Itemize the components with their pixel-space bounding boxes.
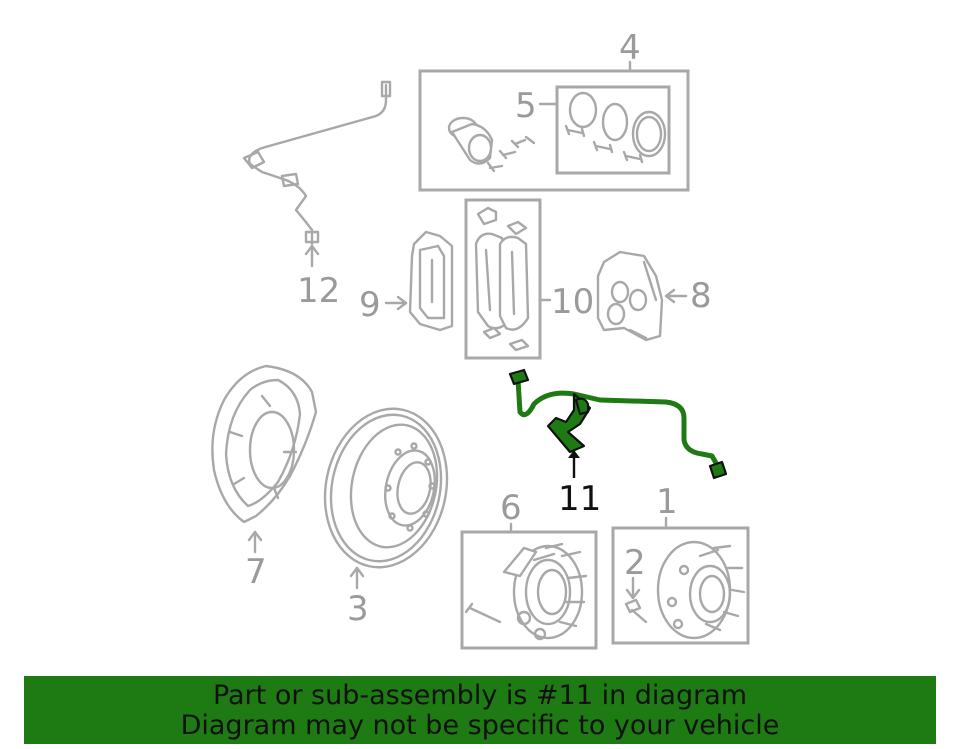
part-11-abs-sensor-highlighted[interactable] <box>508 368 728 480</box>
label-part-6: 6 <box>500 488 522 528</box>
label-part-5: 5 <box>515 86 537 126</box>
part-2-bolt[interactable] <box>624 576 648 624</box>
part-5-seal-kit[interactable] <box>538 85 671 175</box>
part-1-hub-bearing[interactable] <box>611 516 750 645</box>
label-part-9: 9 <box>359 285 381 325</box>
label-part-3: 3 <box>347 589 369 629</box>
part-7-dust-shield[interactable] <box>211 364 318 554</box>
part-4-caliper-kit[interactable] <box>418 60 690 192</box>
part-12-sensor-wire[interactable] <box>242 80 392 268</box>
part-3-rotor[interactable] <box>311 397 462 590</box>
part-9-pad-clip[interactable] <box>384 230 454 332</box>
label-part-12: 12 <box>297 271 340 311</box>
part-6-hub-assembly[interactable] <box>460 522 598 650</box>
label-part-1: 1 <box>656 482 678 522</box>
label-part-7: 7 <box>245 552 267 592</box>
label-part-11: 11 <box>558 479 601 519</box>
notice-line-1: Part or sub-assembly is #11 in diagram <box>212 680 748 711</box>
notice-banner: Part or sub-assembly is #11 in diagram D… <box>24 676 936 744</box>
part-10-brake-pads[interactable] <box>464 198 552 360</box>
label-part-10: 10 <box>551 282 594 322</box>
label-part-2: 2 <box>624 543 646 583</box>
label-part-8: 8 <box>690 276 712 316</box>
label-part-4: 4 <box>619 28 641 68</box>
part-8-caliper[interactable] <box>596 250 688 342</box>
notice-line-2: Diagram may not be specific to your vehi… <box>180 710 780 741</box>
